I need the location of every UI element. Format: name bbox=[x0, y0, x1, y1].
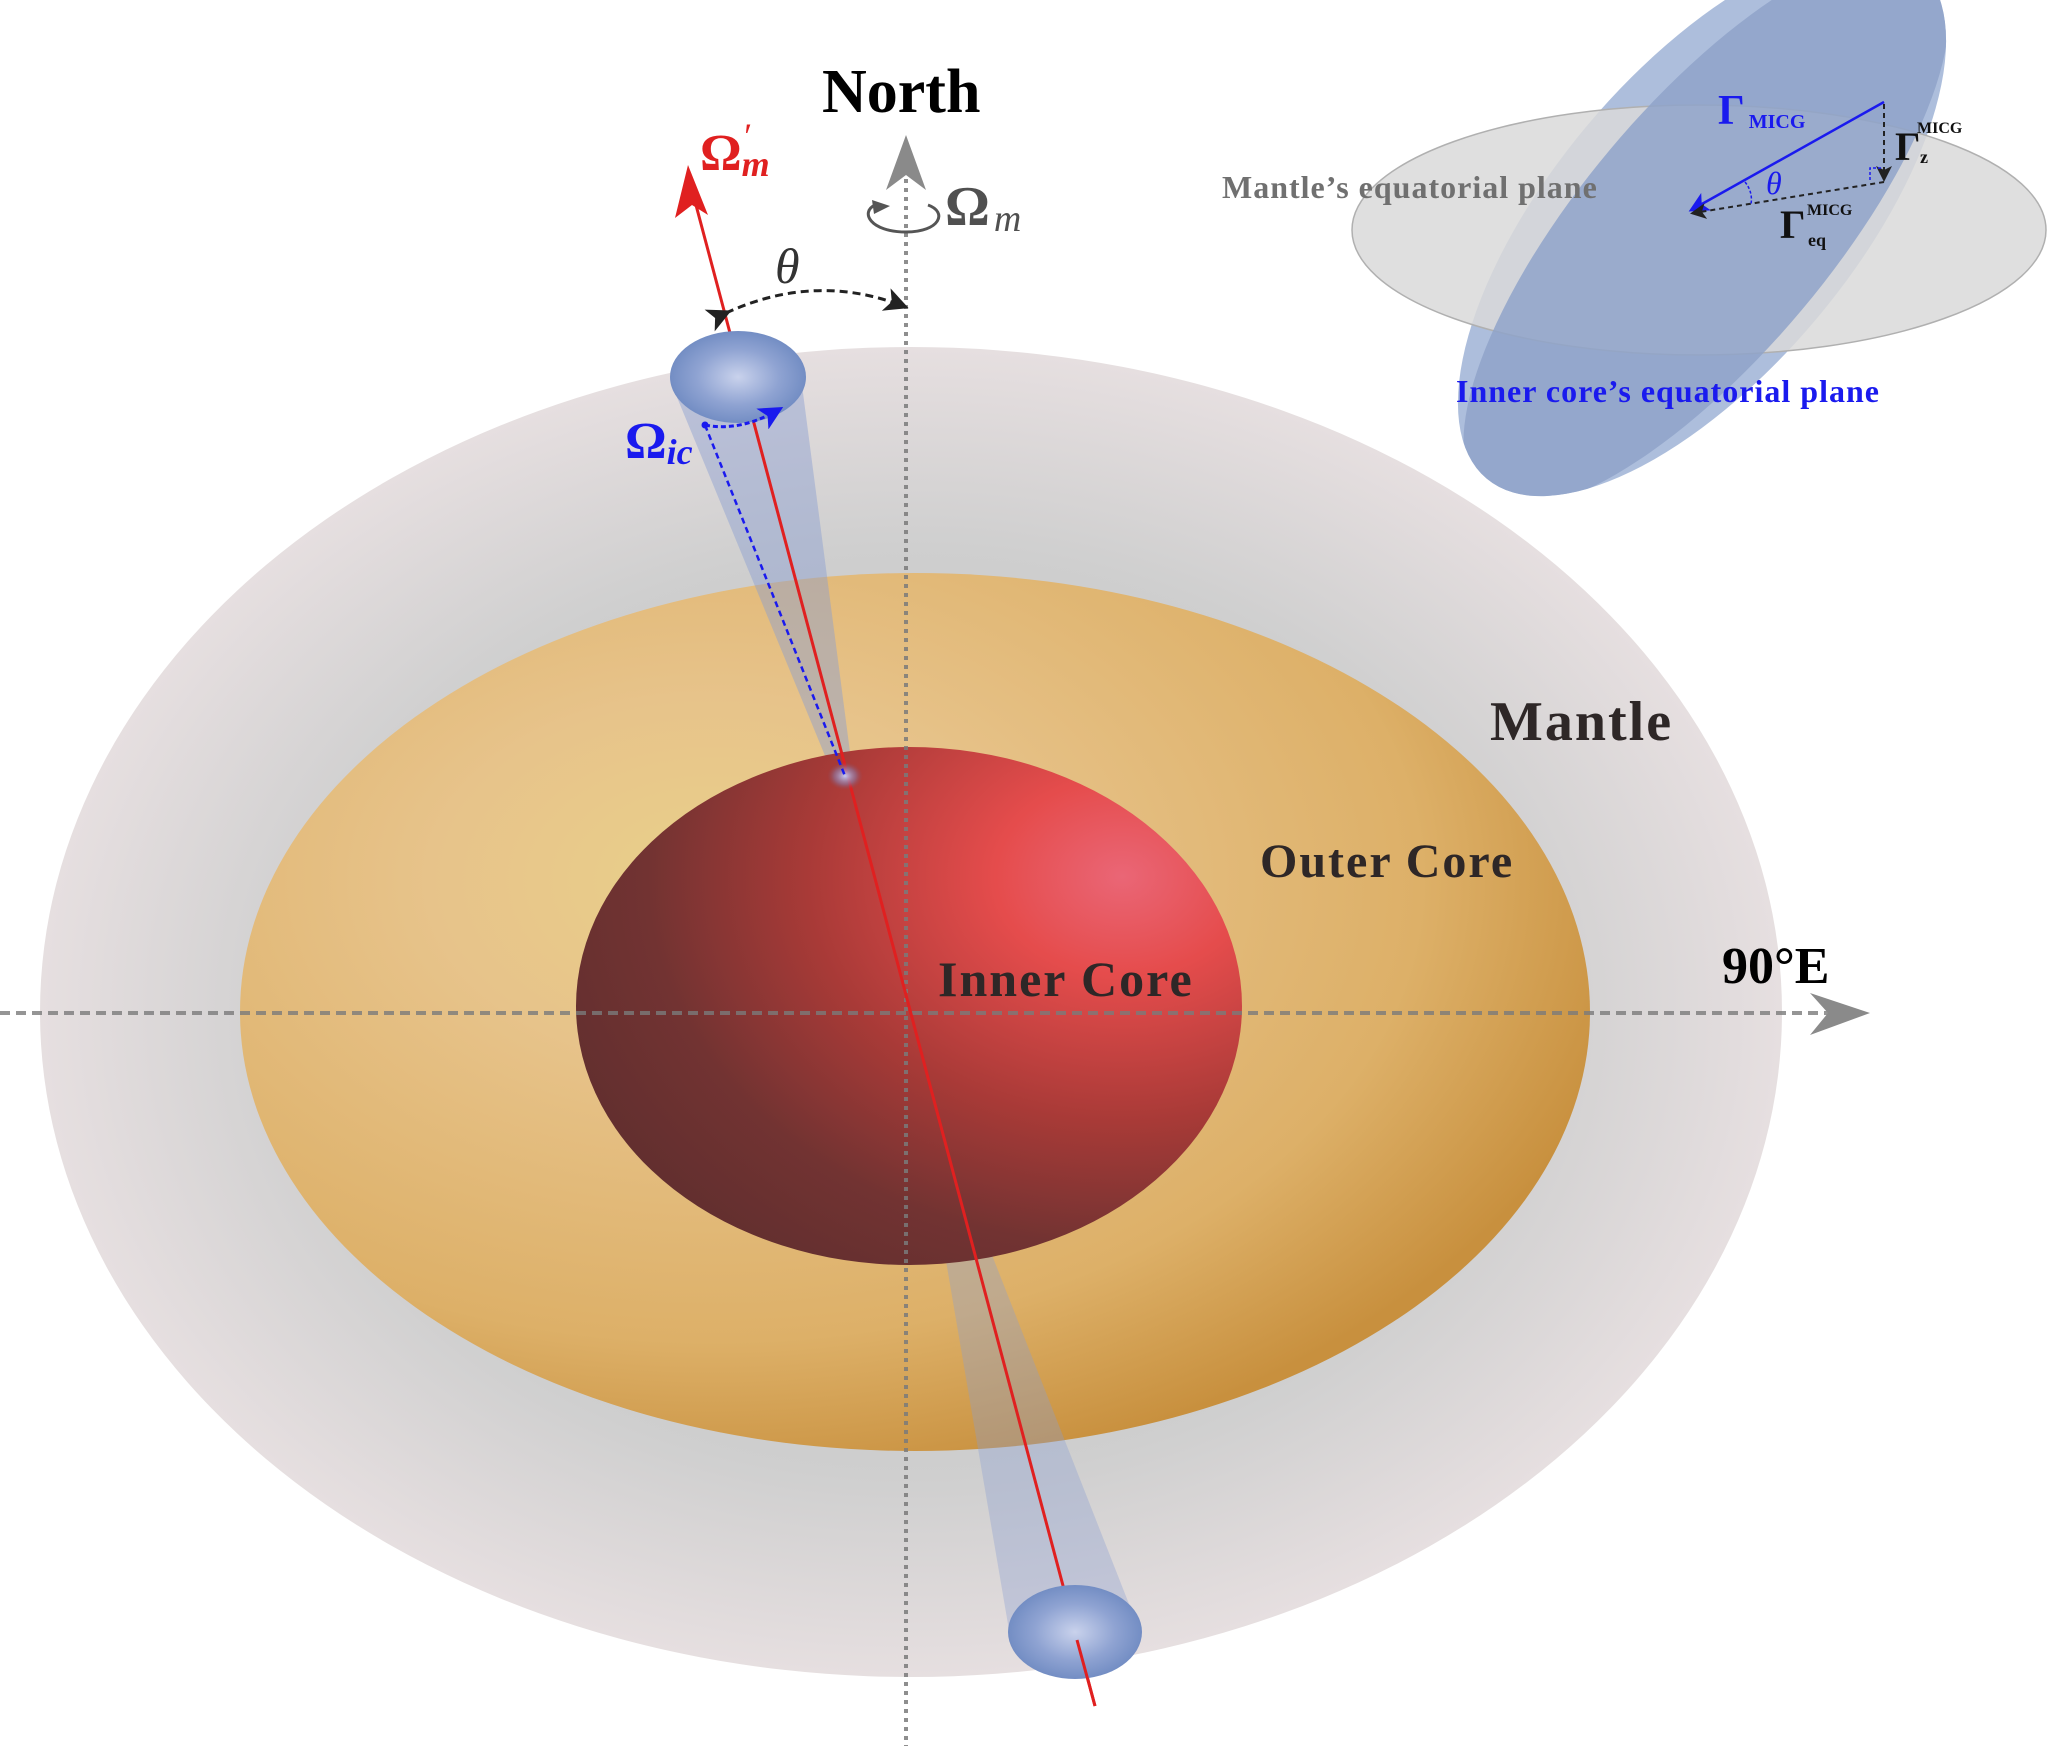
rotation-loop-icon bbox=[866, 203, 941, 234]
theta-angle-arc bbox=[704, 288, 909, 332]
gamma-z-superscript: MICG bbox=[1917, 120, 1963, 137]
omega-ic-start-dot bbox=[701, 421, 709, 429]
upper-spin-disk bbox=[670, 331, 806, 423]
outer-core-label: Outer Core bbox=[1260, 835, 1514, 888]
gamma-eq-label: Γ bbox=[1780, 202, 1805, 247]
omega-ic-rotation-arrow bbox=[704, 406, 784, 430]
inner-core-pole-glow bbox=[827, 762, 863, 790]
gamma-z-subscript: z bbox=[1920, 147, 1928, 167]
omega-m-prime-label: Ωm bbox=[700, 125, 770, 184]
inset-theta-label: θ bbox=[1766, 165, 1782, 201]
mantle-label: Mantle bbox=[1490, 691, 1673, 753]
north-arrow-icon bbox=[886, 135, 926, 190]
theta-label: θ bbox=[775, 238, 800, 294]
omega-ic-projection-line bbox=[703, 424, 847, 777]
lower-spin-disk bbox=[1008, 1585, 1142, 1679]
rotation-cone-lower bbox=[945, 1250, 1140, 1636]
omega-ic-label: Ωic bbox=[625, 413, 693, 472]
inner-core-label: Inner Core bbox=[938, 951, 1194, 1007]
rotation-cone-upper bbox=[674, 370, 853, 775]
mantle-plane-label: Mantle’s equatorial plane bbox=[1222, 169, 1598, 205]
rotation-loop-arrowhead-icon bbox=[872, 200, 890, 214]
inner-core-plane-label: Inner core’s equatorial plane bbox=[1456, 373, 1880, 409]
red-axis-arrowhead-icon bbox=[675, 165, 708, 218]
inset-theta-arc bbox=[1744, 181, 1753, 205]
right-angle-mark bbox=[1869, 167, 1882, 180]
omega-m-prime-mark: ′ bbox=[742, 116, 751, 156]
equatorial-planes-inset: Mantle’s equatorial plane Inner core’s e… bbox=[1222, 0, 2047, 497]
gamma-z-label: Γ bbox=[1895, 124, 1920, 169]
gamma-eq-superscript: MICG bbox=[1807, 202, 1853, 219]
east-label: 90°E bbox=[1722, 938, 1829, 995]
planes-overlap bbox=[1457, 0, 1947, 497]
inner-core-axis-line bbox=[686, 174, 1097, 1707]
inner-core-axis-tail bbox=[1075, 1639, 1097, 1707]
north-label: North bbox=[822, 58, 980, 126]
gamma-micg-vector bbox=[1688, 100, 1885, 212]
gamma-eq-subscript: eq bbox=[1808, 230, 1826, 250]
east-arrow-icon bbox=[1810, 993, 1870, 1035]
